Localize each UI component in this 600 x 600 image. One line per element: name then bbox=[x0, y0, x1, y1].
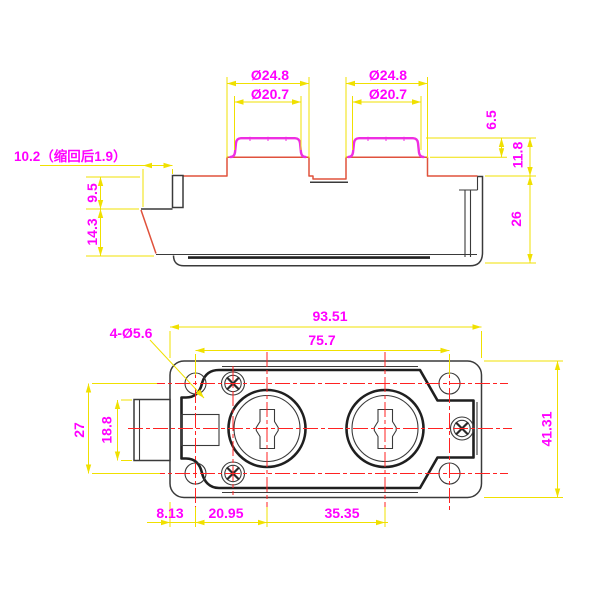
side-view: Ø24.8 Ø20.7 Ø24.8 Ø20.7 10.2（缩回后1.9） 9.5… bbox=[14, 67, 536, 267]
dim-cap-height: 6.5 bbox=[483, 110, 499, 130]
cap-boss-1 bbox=[229, 136, 307, 159]
dim-mount-hole-pitch: 27 bbox=[71, 422, 87, 438]
flange-plate bbox=[169, 360, 483, 499]
dim-boss1-outer: Ø24.8 bbox=[251, 67, 289, 83]
dim-overall-depth: 41.31 bbox=[539, 411, 555, 446]
dim-cap-to-flange: 11.8 bbox=[510, 142, 526, 169]
dim-shoulder-height: 9.5 bbox=[84, 183, 100, 203]
key-slot bbox=[255, 408, 279, 450]
plan-view: 93.51 75.7 4-Ø5.6 27 18.8 41.31 8.13 20.… bbox=[71, 308, 563, 527]
dim-boss1-top: Ø20.7 bbox=[251, 86, 289, 102]
dim-mount-hole-span: 75.7 bbox=[308, 332, 335, 348]
plan-view-outline bbox=[133, 360, 483, 499]
dim-body-height: 26 bbox=[508, 211, 524, 227]
dim-chamfer-height: 14.3 bbox=[84, 218, 100, 245]
plan-view-dimensions: 93.51 75.7 4-Ø5.6 27 18.8 41.31 8.13 20.… bbox=[71, 308, 563, 527]
dim-boss2-outer: Ø24.8 bbox=[369, 67, 407, 83]
key-slot bbox=[373, 408, 397, 450]
dim-connector-width: 18.8 bbox=[99, 416, 115, 443]
dim-mount-holes-callout: 4-Ø5.6 bbox=[110, 325, 153, 341]
cap-boss-2 bbox=[347, 136, 425, 159]
side-view-dimensions: Ø24.8 Ø20.7 Ø24.8 Ø20.7 10.2（缩回后1.9） 9.5… bbox=[14, 67, 536, 264]
side-view-tab bbox=[171, 174, 184, 209]
dim-boss2-top: Ø20.7 bbox=[369, 86, 407, 102]
side-view-outline bbox=[140, 136, 484, 267]
dim-overall-width: 93.51 bbox=[312, 308, 347, 324]
dim-mount-to-center: 20.95 bbox=[208, 505, 243, 521]
dim-center-pitch: 35.35 bbox=[324, 505, 359, 521]
dim-protrusion: 10.2（缩回后1.9） bbox=[14, 148, 127, 164]
connector-pocket bbox=[180, 413, 220, 447]
dim-edge-to-mount: 8.13 bbox=[156, 505, 183, 521]
